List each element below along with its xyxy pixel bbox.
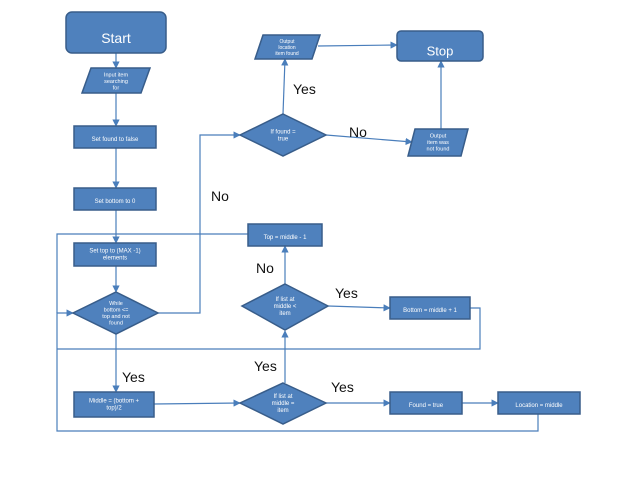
label-yes-found: Yes bbox=[293, 81, 316, 97]
top-mid-box bbox=[247, 223, 323, 247]
node-text-line: If list at bbox=[273, 394, 292, 400]
node-text-line: Top = middle - 1 bbox=[264, 235, 308, 241]
label-no-found: No bbox=[349, 124, 367, 140]
node-text-line: item was bbox=[427, 140, 449, 146]
label-yes-middle: Yes bbox=[122, 369, 145, 385]
node-text-line: Location = middle bbox=[515, 403, 563, 409]
edge-while-to-iffound bbox=[158, 131, 241, 314]
start-label: Start bbox=[101, 30, 131, 46]
set-found-box bbox=[73, 125, 157, 149]
node-text-line: Set found to false bbox=[92, 137, 139, 143]
node-text-line: searching bbox=[104, 79, 128, 85]
stop-terminal bbox=[396, 30, 484, 62]
if-found-label: If found =true bbox=[270, 130, 296, 143]
node-text-line: While bbox=[109, 301, 123, 307]
node-text-line: Start bbox=[101, 30, 131, 46]
input-item-parallelogram bbox=[80, 67, 152, 94]
if-equal-decision bbox=[238, 382, 328, 425]
node-text-line: top)/2 bbox=[106, 406, 122, 412]
output-found-parallelogram bbox=[253, 34, 322, 60]
node-text-line: item bbox=[279, 311, 290, 317]
node-text-line: for bbox=[113, 85, 120, 91]
set-top-label: Set top to (MAX -1)elements bbox=[89, 249, 140, 262]
found-true-box bbox=[389, 391, 463, 415]
node-text-line: Stop bbox=[427, 44, 454, 59]
node-text-line: middle = bbox=[272, 401, 295, 407]
edge-bottommid-loopback bbox=[57, 307, 481, 350]
node-text-line: true bbox=[278, 137, 289, 143]
node-text-line: If found = bbox=[270, 130, 296, 136]
node-text-line: top and not bbox=[102, 314, 130, 320]
set-top-box bbox=[73, 242, 157, 267]
node-text-line: Output bbox=[430, 133, 447, 139]
label-no-less: No bbox=[256, 260, 274, 276]
bottom-mid-box bbox=[389, 296, 471, 320]
while-decision bbox=[71, 291, 160, 335]
set-found-label: Set found to false bbox=[92, 137, 139, 143]
node-text-line: Input item bbox=[104, 72, 129, 78]
node-text-line: location bbox=[278, 45, 295, 51]
node-text-line: If list at bbox=[275, 297, 294, 303]
set-bottom-box bbox=[73, 187, 157, 211]
label-yes-equal-up: Yes bbox=[254, 358, 277, 374]
stop-label: Stop bbox=[427, 44, 454, 59]
if-less-decision bbox=[240, 283, 330, 331]
output-not-found-parallelogram bbox=[407, 128, 469, 157]
node-text-line: item found bbox=[275, 51, 299, 57]
node-text-line: Bottom = middle + 1 bbox=[403, 308, 457, 314]
node-text-line: bottom <= bbox=[104, 308, 129, 314]
edge-middle-to-ifequal bbox=[153, 399, 241, 407]
edge-iffound-to-outputfound bbox=[281, 58, 289, 115]
found-true-label: Found = true bbox=[409, 403, 444, 409]
node-text-line: item bbox=[277, 408, 288, 414]
node-text-line: Set bottom to 0 bbox=[95, 199, 136, 205]
middle-calc-label: Middle = (bottom +top)/2 bbox=[89, 399, 140, 412]
middle-calc-box bbox=[73, 391, 155, 418]
node-text-line: not found bbox=[427, 146, 450, 152]
edge-location-loopback bbox=[56, 309, 539, 432]
label-yes-less: Yes bbox=[335, 285, 358, 301]
set-bottom-label: Set bottom to 0 bbox=[95, 199, 136, 205]
location-mid-label: Location = middle bbox=[515, 403, 563, 409]
location-mid-box bbox=[497, 391, 581, 415]
node-text-line: elements bbox=[103, 256, 127, 262]
label-no-while: No bbox=[211, 188, 229, 204]
node-text-line: Middle = (bottom + bbox=[89, 399, 140, 405]
node-text-line: middle < bbox=[274, 304, 297, 310]
node-text-line: Output bbox=[279, 39, 295, 45]
edge-iffound-to-outputnotfound bbox=[325, 134, 413, 146]
top-mid-label: Top = middle - 1 bbox=[264, 235, 308, 241]
edge-outputfound-to-stop bbox=[317, 41, 398, 49]
if-found-decision bbox=[238, 113, 328, 157]
edge-ifless-to-bottommid bbox=[327, 304, 391, 312]
label-yes-equal-right: Yes bbox=[331, 379, 354, 395]
node-text-line: Found = true bbox=[409, 403, 444, 409]
node-text-line: Set top to (MAX -1) bbox=[89, 249, 140, 255]
bottom-mid-label: Bottom = middle + 1 bbox=[403, 308, 457, 314]
node-text-line: found bbox=[109, 321, 123, 327]
start-terminal bbox=[65, 11, 167, 54]
edge-topmid-loopback bbox=[56, 233, 248, 313]
